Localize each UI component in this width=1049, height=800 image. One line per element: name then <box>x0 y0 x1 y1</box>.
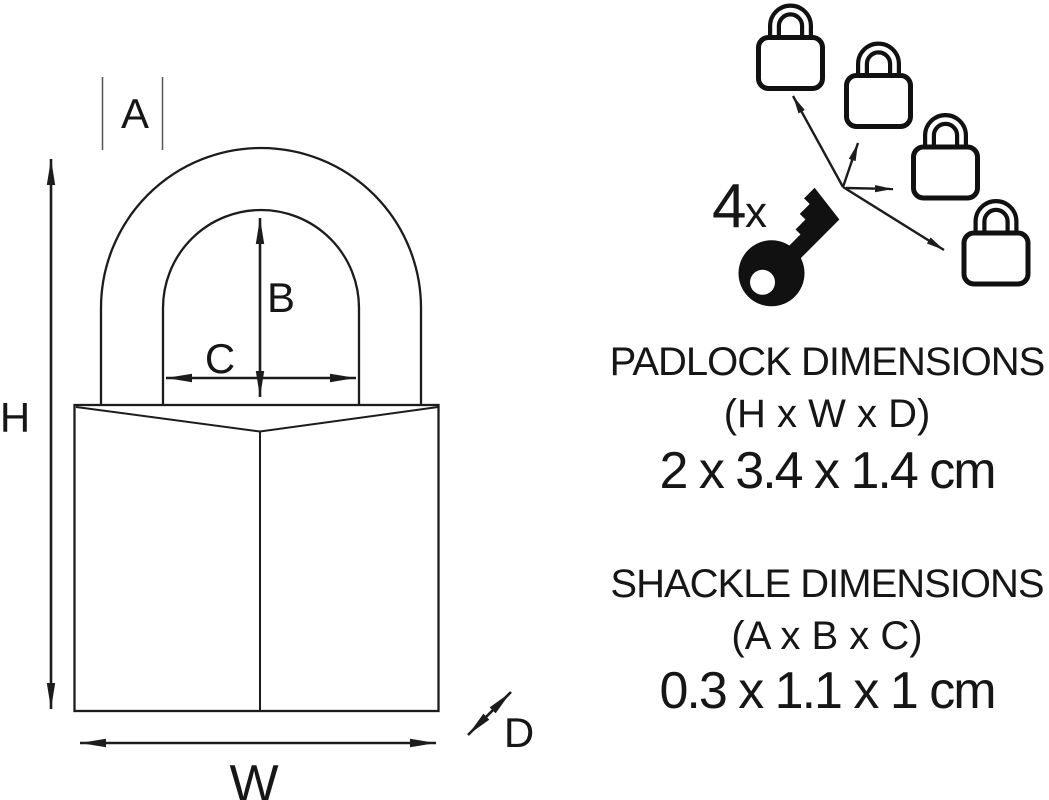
label-height: H <box>0 394 30 441</box>
padlock-icon-2 <box>847 48 911 127</box>
key-arrow-1 <box>791 95 845 188</box>
label-depth: D <box>504 709 534 756</box>
padlock-body-outline <box>73 403 440 713</box>
key-arrow-4 <box>842 185 945 252</box>
key-arrow-3 <box>845 185 894 193</box>
shackle-diameter-ticks <box>101 77 164 150</box>
key-count-multiplier: x <box>745 188 767 237</box>
key-count-number: 4 <box>712 172 746 241</box>
key-bow-hole <box>750 269 776 295</box>
padlock-icon-3 <box>914 120 978 199</box>
label-shackle-diameter: A <box>121 90 149 137</box>
padlock-icon-4 <box>964 206 1028 285</box>
label-shackle-height: B <box>267 274 295 321</box>
key-arrow-2 <box>841 142 860 188</box>
label-width: W <box>229 755 278 800</box>
padlock-icon-1 <box>759 10 823 89</box>
depth-dimension-arrow <box>467 691 512 736</box>
dimension-arrows <box>46 159 512 748</box>
padlock-shackle-outline <box>99 146 423 406</box>
label-shackle-width: C <box>205 335 235 382</box>
key-icon <box>738 187 840 307</box>
key-to-padlock-arrows <box>791 95 945 252</box>
main-padlock-drawing <box>73 146 440 713</box>
